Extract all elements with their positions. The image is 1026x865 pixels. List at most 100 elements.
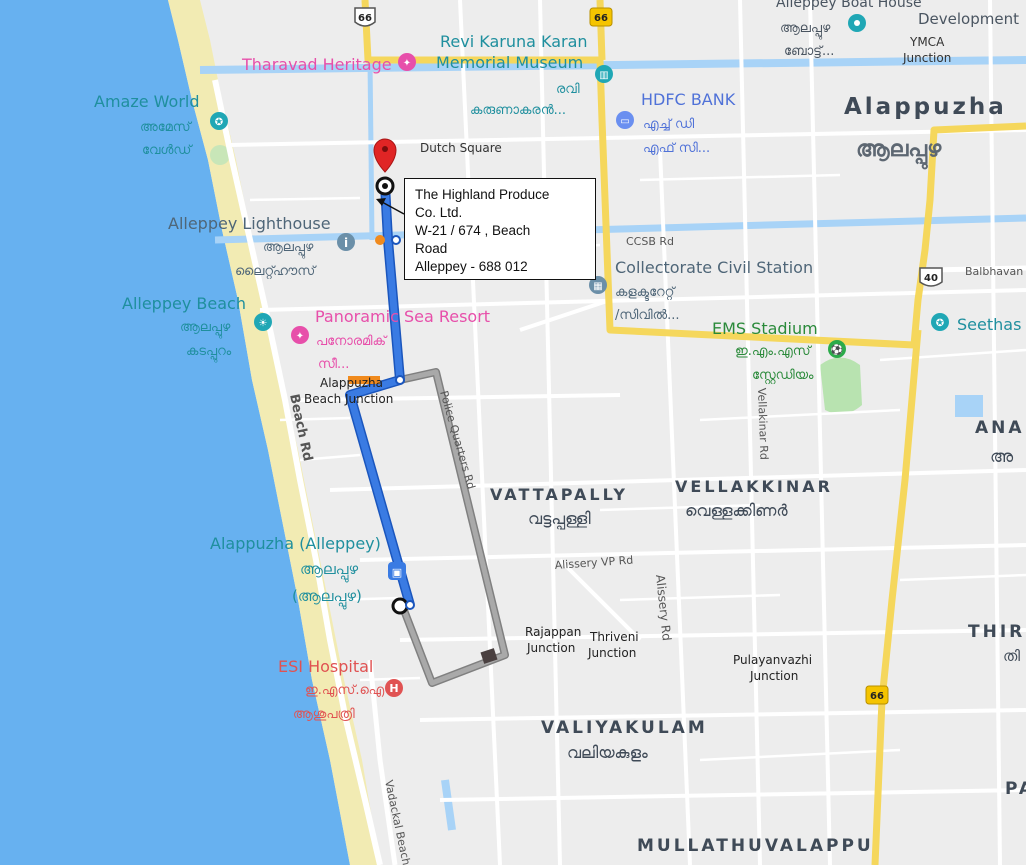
- label-ana-ml: അ: [990, 447, 1014, 467]
- route-end-point[interactable]: [391, 597, 409, 615]
- nh66-shield-label: 66: [594, 13, 608, 24]
- label-bus-station-ml: ആലപ്പുഴ: [300, 560, 358, 583]
- bus-station-icon[interactable]: ▣: [388, 562, 406, 580]
- label-esi-ml2: ആശുപത്രി: [293, 707, 355, 722]
- road-vadackal: [367, 659, 398, 865]
- route-waypoint: [405, 600, 415, 610]
- svg-text:✦: ✦: [296, 331, 304, 342]
- svg-text:✪: ✪: [215, 117, 223, 128]
- nh66-shield-icon: 66: [865, 685, 889, 705]
- label-ymca: YMCA: [909, 35, 945, 49]
- label-thiru-ml: തി: [1003, 647, 1021, 665]
- svg-text:☀: ☀: [259, 318, 268, 329]
- label-rajappan-junction: Junction: [526, 641, 575, 655]
- label-alissery-vp-rd: Alissery VP Rd: [554, 554, 633, 572]
- label-panoramic-ml2: സീ...: [318, 357, 349, 372]
- museum-pin-icon[interactable]: ▥: [595, 65, 613, 83]
- label-panoramic-ml: പനോരമിക്: [316, 334, 388, 349]
- label-amaze-ml: അമേസ്: [140, 120, 192, 135]
- route-start-dot: [382, 183, 388, 189]
- canal-south: [441, 779, 456, 831]
- label-vellakinar-rd: Vellakinar Rd: [755, 388, 771, 460]
- svg-text:i: i: [344, 236, 348, 250]
- label-ccsb-rd: CCSB Rd: [626, 235, 674, 248]
- minor-roads: [229, 0, 1026, 865]
- label-collectorate-ml2: /സിവിൽ...: [615, 308, 679, 323]
- label-panoramic: Panoramic Sea Resort: [315, 307, 490, 326]
- label-lighthouse-ml2: ലൈറ്റ്ഹൗസ്: [235, 264, 317, 279]
- canal-vertical: [367, 59, 375, 241]
- svg-text:▦: ▦: [593, 281, 602, 292]
- label-boat-house-ml2: ബോട്ട്...: [784, 44, 834, 59]
- label-hdfc: HDFC BANK: [641, 90, 736, 109]
- svg-text:✪: ✪: [936, 318, 944, 329]
- canal-north: [199, 56, 1026, 74]
- heritage-pin-icon[interactable]: ✦: [398, 53, 416, 71]
- route-waypoint: [391, 235, 401, 245]
- label-pa: PA: [1005, 779, 1026, 799]
- route-waypoint: [395, 375, 405, 385]
- info-box-line: Alleppey - 688 012: [415, 259, 528, 274]
- label-dutch-square: Dutch Square: [420, 141, 502, 155]
- seethas-pin-icon[interactable]: ✪: [931, 313, 949, 331]
- svg-text:▥: ▥: [599, 70, 608, 81]
- label-hdfc-ml: എച്ച് ഡി: [643, 117, 694, 132]
- label-lighthouse-ml: ആലപ്പുഴ: [263, 240, 314, 258]
- nh40-shield-icon: 40: [919, 267, 943, 287]
- label-mullathuvalappu: MULLATHUVALAPPU: [637, 836, 874, 856]
- sea: [0, 0, 350, 865]
- label-thiru: THIR: [968, 622, 1025, 642]
- label-boat-house: Alleppey Boat House: [776, 0, 922, 11]
- label-vellakkinar-ml: വെള്ളക്കിണർ: [685, 501, 788, 520]
- traffic-segment: [480, 648, 498, 664]
- road-nh40: [929, 265, 1026, 273]
- lighthouse-info-icon[interactable]: i: [337, 233, 355, 251]
- label-valiyakulam: VALIYAKULAM: [541, 718, 708, 738]
- label-thriveni: Thriveni: [589, 630, 639, 644]
- bank-pin-icon[interactable]: ▭: [616, 111, 634, 129]
- label-ems-stadium: EMS Stadium: [712, 319, 818, 338]
- label-beach-ml2: കടപ്പുറം: [186, 344, 232, 362]
- label-rajappan: Rajappan: [525, 625, 581, 639]
- svg-text:H: H: [389, 682, 398, 695]
- nh66-shield-label: 66: [870, 691, 884, 702]
- amaze-world-pin-icon[interactable]: ✪: [210, 112, 228, 130]
- pond: [955, 395, 983, 417]
- label-ana: ANA: [975, 418, 1025, 438]
- boat-house-pin-icon[interactable]: [848, 14, 866, 32]
- label-beach-junction: Alappuzha: [320, 376, 383, 390]
- label-amaze-world: Amaze World: [94, 92, 200, 111]
- resort-pin-icon[interactable]: ✦: [291, 326, 309, 344]
- label-beach: Alleppey Beach: [122, 294, 246, 313]
- alternate-route-inner: [399, 369, 508, 686]
- highway-nh66-south: [871, 329, 922, 865]
- svg-text:▭: ▭: [620, 116, 629, 127]
- label-vattapally-ml: വട്ടപ്പള്ളി: [528, 509, 591, 530]
- label-development: Development: [918, 10, 1019, 28]
- label-collectorate-ml: കളക്ടറേറ്റ്: [615, 285, 676, 302]
- nh66-shield-icon: 66: [354, 7, 376, 27]
- label-valiyakulam-ml: വലിയകുളം: [567, 743, 648, 762]
- svg-text:✦: ✦: [403, 58, 411, 69]
- nh40-shield-label: 40: [924, 273, 938, 284]
- label-ems-ml2: സ്റ്റേഡിയം: [752, 368, 814, 385]
- svg-text:▣: ▣: [392, 566, 402, 579]
- label-museum-2: Memorial Museum: [436, 53, 583, 72]
- traffic-segment-orange: [348, 376, 380, 384]
- label-pulayanvazhi: Pulayanvazhi: [733, 653, 812, 667]
- address-info-box: The Highland Produce Co. Ltd. W-21 / 674…: [404, 178, 596, 280]
- label-bus-station-ml2: (ആലപ്പുഴ): [292, 587, 362, 610]
- label-beach-junction-2: Beach Junction: [304, 392, 393, 406]
- info-box-line: Co. Ltd.: [415, 205, 463, 220]
- destination-pin-icon[interactable]: [373, 138, 397, 173]
- route-waypoint-orange: [375, 235, 385, 245]
- stadium-pin-icon[interactable]: ⚽: [828, 340, 846, 358]
- collectorate-pin-icon[interactable]: ▦: [589, 276, 607, 294]
- nh66-shield-label: 66: [358, 13, 372, 24]
- info-box-line: Road: [415, 241, 448, 256]
- beach-sand: [168, 0, 380, 865]
- hospital-pin-icon[interactable]: H: [385, 679, 403, 697]
- info-pointer-arrow: [381, 201, 405, 215]
- beach-pin-icon[interactable]: ☀: [254, 313, 272, 331]
